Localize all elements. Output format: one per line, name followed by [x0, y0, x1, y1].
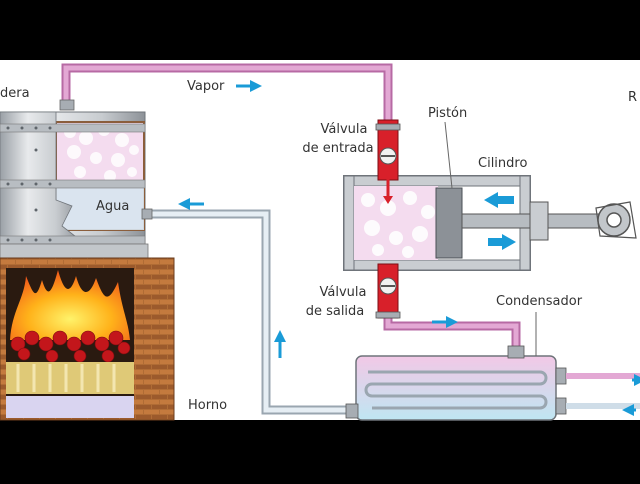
furnace	[0, 257, 175, 421]
agua-label: Agua	[96, 199, 129, 214]
outlet-valve	[375, 263, 401, 319]
flow-arrows	[178, 80, 640, 416]
outlet-valve-label-line2: de salida	[306, 304, 365, 319]
water-return-pipe	[150, 209, 352, 415]
gland	[529, 201, 549, 241]
rivets	[6, 126, 52, 242]
ash-pit	[6, 396, 134, 418]
vapor-label: Vapor	[187, 79, 225, 94]
inlet-valve	[375, 119, 401, 204]
boiler-label-fragment: dera	[0, 86, 30, 101]
arrow-right-icon	[488, 234, 516, 250]
leader-lines	[444, 121, 537, 356]
labels: dera R Vapor Agua Válvula de entrada Pis…	[0, 79, 637, 413]
condenser-label: Condensador	[496, 294, 583, 309]
arrow-left-icon	[484, 192, 514, 208]
boiler-water-level	[56, 180, 144, 230]
cylinder-label: Cilindro	[478, 156, 527, 171]
piston-label: Pistón	[428, 106, 467, 121]
grate-bars	[16, 364, 116, 392]
coal-bed	[10, 330, 131, 363]
piston-arrows	[484, 192, 516, 250]
condenser	[345, 345, 640, 421]
boiler	[0, 99, 153, 259]
outlet-valve-label-line1: Válvula	[320, 285, 367, 300]
right-label-fragment: R	[628, 90, 637, 105]
flames	[10, 270, 130, 340]
inlet-valve-label-line1: Válvula	[321, 122, 368, 137]
cylinder	[343, 175, 637, 271]
furnace-label: Horno	[188, 398, 227, 413]
piston-head	[435, 187, 463, 259]
inlet-valve-label-line2: de entrada	[302, 141, 373, 156]
